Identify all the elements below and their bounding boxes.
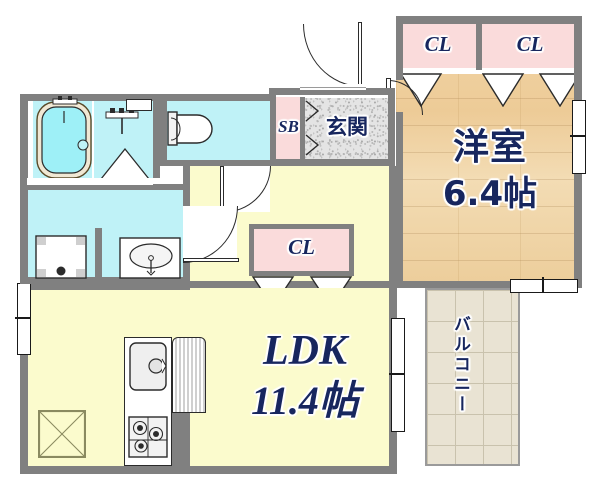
wall-entrance-top xyxy=(269,88,395,95)
balcony-label: バルコニー xyxy=(450,315,470,415)
bedroom-window-right[interactable] xyxy=(572,100,586,174)
closet-top-right-door-icon xyxy=(482,73,582,107)
toilet xyxy=(167,110,213,153)
ldk-balcony-sliding-door[interactable] xyxy=(391,318,405,432)
bathtub xyxy=(36,101,92,184)
wall-bathroom-right xyxy=(153,94,160,184)
ldk-label: LDK xyxy=(263,328,347,374)
closet-mid-label: CL xyxy=(288,235,315,259)
wall-bedroom-left-upper xyxy=(396,16,403,80)
bedroom-size-label: 6.4帖 xyxy=(442,174,538,214)
wall-toilet-bottom xyxy=(160,160,272,166)
room-balcony xyxy=(425,288,520,466)
entrance-label: 玄関 xyxy=(326,115,368,139)
entrance-upper-strip xyxy=(305,92,389,98)
bedroom-window-right-mullion xyxy=(570,135,586,137)
wall-washroom-left xyxy=(20,94,28,284)
ldk-balcony-door-mullion xyxy=(389,373,405,375)
bedroom-label: 洋室 xyxy=(452,127,527,168)
entrance-step-icon xyxy=(304,99,324,164)
wall-toilet-left xyxy=(160,94,167,166)
ldk-window-left-mullion xyxy=(15,317,31,319)
wall-bedroom-left-lower xyxy=(396,112,403,288)
sanitary-divider xyxy=(27,178,183,184)
wall-bedroom-bottom xyxy=(396,281,582,288)
pipe-shaft xyxy=(38,410,86,458)
closet-mid-fill xyxy=(249,224,354,276)
wall-ldk-bottom xyxy=(20,466,390,474)
room-entrance xyxy=(305,97,389,159)
front-door-leaf xyxy=(358,22,362,88)
kitchen-tall-cabinet xyxy=(172,337,206,413)
ldk-window-left[interactable] xyxy=(17,283,31,355)
closet-top-right-label: CL xyxy=(516,32,544,56)
toilet-room-door-arc[interactable] xyxy=(222,166,223,167)
front-door-jamb xyxy=(300,84,366,88)
closet-top-left-fill xyxy=(400,24,476,68)
wall-shoebox-divider xyxy=(300,97,305,159)
wall-hallway-right xyxy=(389,166,396,288)
closet-top-left-label: CL xyxy=(424,32,452,56)
wall-entrance-right xyxy=(388,88,395,166)
bathroom-shelf xyxy=(126,99,152,111)
wall-toilet-top xyxy=(160,94,272,101)
wall-entrance-left xyxy=(269,88,276,166)
wall-washroom-bottom xyxy=(20,277,190,284)
room-ldk xyxy=(27,288,390,466)
wall-entrance-bottom xyxy=(269,159,395,166)
shoe-box xyxy=(275,97,302,159)
gas-stove xyxy=(128,416,168,463)
closet-top-right-fill xyxy=(482,24,578,68)
kitchen-wall-stub xyxy=(172,413,190,466)
wall-bathroom-top xyxy=(20,94,166,101)
wall-ldk-top-left xyxy=(20,283,190,290)
bedroom-window-bottom-mullion xyxy=(542,277,544,293)
washroom-door-leaf xyxy=(183,258,239,262)
bathtub-faucet xyxy=(52,95,78,113)
bathroom-tub-divider xyxy=(92,101,94,178)
wall-washroom-top xyxy=(27,184,183,190)
wall-ldk-left xyxy=(20,288,28,474)
wall-washroom-partition xyxy=(95,228,102,278)
washing-machine-pan xyxy=(35,235,87,284)
ldk-size-label: 11.4帖 xyxy=(251,378,359,423)
wall-closet-divider xyxy=(476,24,482,70)
closet-top-threshold xyxy=(400,68,578,74)
shoe-box-label: SB xyxy=(278,117,299,136)
washbasin xyxy=(119,237,181,284)
wall-bedroom-top xyxy=(396,16,582,24)
shower-faucet xyxy=(105,106,139,141)
kitchen-sink xyxy=(129,342,167,396)
bedroom-window-bottom[interactable] xyxy=(510,279,578,293)
